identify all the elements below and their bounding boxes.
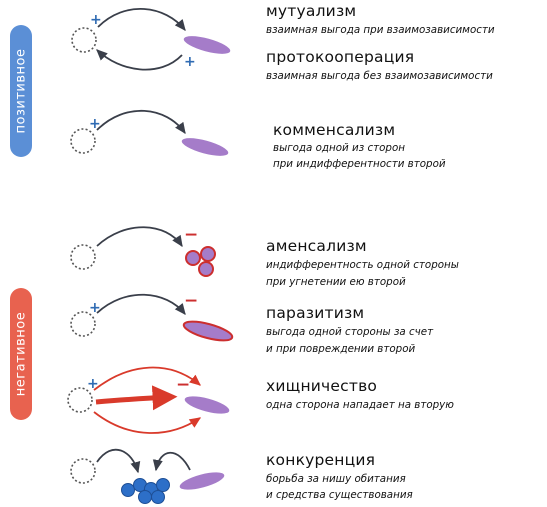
organism-b-icon	[183, 393, 231, 417]
term-amensalism: аменсализм	[266, 237, 367, 255]
mutualism-diagram: + +	[72, 9, 232, 70]
damaged-cells-icon	[186, 247, 215, 276]
minus-sign: −	[184, 225, 198, 245]
desc-mutualism: взаимная выгода при взаимозависимости	[266, 22, 495, 38]
plus-sign: +	[87, 376, 99, 392]
plus-sign: +	[90, 12, 102, 28]
big-arrow-icon	[96, 397, 170, 402]
predation-diagram: + −	[68, 368, 231, 433]
term-mutualism: мутуализм	[266, 2, 356, 20]
plus-sign: +	[89, 116, 101, 132]
positive-group-label: позитивное	[10, 25, 32, 157]
organism-a-icon	[72, 28, 96, 52]
desc-parasitism-1: выгода одной стороны за счет	[266, 324, 433, 340]
desc-predation: одна сторона нападает на вторую	[266, 397, 454, 413]
resource-cells-icon	[122, 479, 170, 504]
organism-b-icon	[178, 469, 226, 493]
plus-sign: +	[89, 300, 101, 316]
desc-competition-1: борьба за нишу обитания	[266, 471, 406, 487]
organism-a-icon	[71, 245, 95, 269]
arrow-icon	[97, 111, 185, 133]
negative-group-text: негативное	[14, 312, 29, 396]
negative-group-label: негативное	[10, 288, 32, 420]
term-predation: хищничество	[266, 377, 377, 395]
term-commensalism: комменсализм	[273, 121, 395, 139]
term-parasitism: паразитизм	[266, 304, 364, 322]
plus-sign: +	[184, 54, 196, 70]
desc-protocooperation: взаимная выгода без взаимозависимости	[266, 68, 493, 84]
desc-amensalism-1: индифферентность одной стороны	[266, 257, 459, 273]
desc-competition-2: и средства существования	[266, 487, 413, 503]
desc-parasitism-2: и при повреждении второй	[266, 341, 415, 357]
desc-commensalism-2: при индифферентности второй	[273, 156, 446, 172]
competition-diagram	[71, 450, 226, 504]
minus-sign: −	[184, 291, 198, 311]
parasitism-diagram: + −	[71, 291, 234, 344]
desc-amensalism-2: при угнетении ею второй	[266, 274, 406, 290]
organism-b-icon	[180, 135, 230, 160]
amensalism-diagram: −	[71, 225, 215, 276]
desc-commensalism-1: выгода одной из сторон	[273, 140, 405, 156]
commensalism-diagram: +	[71, 111, 230, 160]
arrow-icon	[97, 227, 182, 246]
arrow-icon	[94, 412, 200, 433]
arrow-icon	[156, 453, 190, 470]
arrow-icon	[97, 295, 185, 314]
minus-sign: −	[176, 375, 190, 395]
organism-a-icon	[71, 459, 95, 483]
damaged-organism-icon	[182, 318, 234, 344]
term-competition: конкуренция	[266, 451, 375, 469]
arrow-icon	[97, 450, 138, 472]
organism-a-icon	[71, 129, 95, 153]
arrow-icon	[98, 9, 185, 30]
arrow-icon	[97, 50, 182, 70]
positive-group-text: позитивное	[14, 49, 29, 134]
term-protocooperation: протокооперация	[266, 48, 414, 66]
